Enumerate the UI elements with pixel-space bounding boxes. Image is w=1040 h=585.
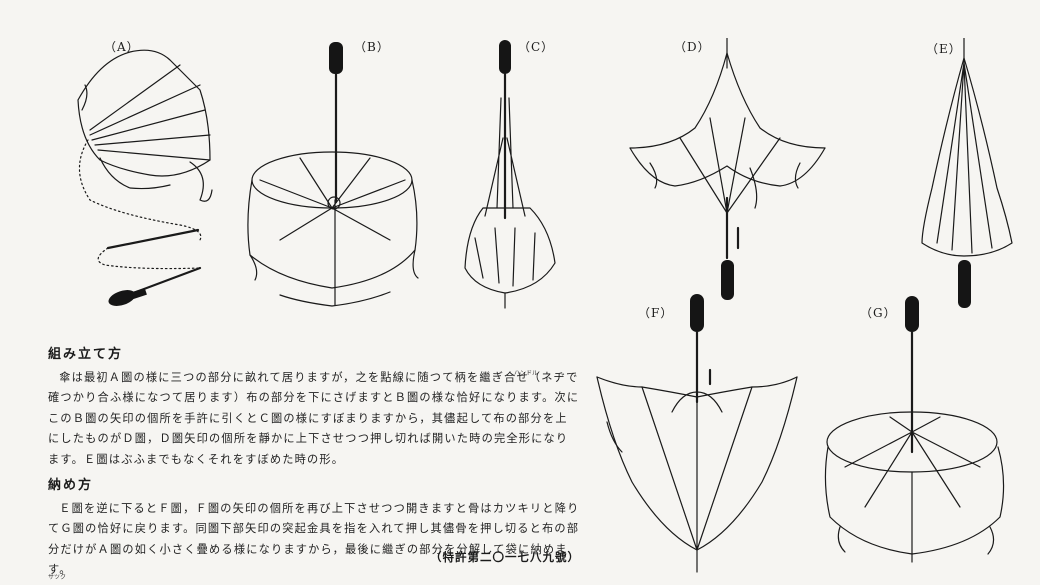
figure-d-illustration [629,38,826,300]
figure-label-c: （C） [518,40,555,54]
figure-a-illustration [77,49,213,306]
figure-b-illustration [247,42,419,307]
ruby-handle: ハンドル [514,370,539,377]
ruby-bag: サツク [48,574,67,581]
figure-label-g: （G） [860,306,897,320]
figure-c-illustration [464,40,556,309]
figure-f-illustration [596,294,798,573]
figure-label-a: （A） [104,40,140,54]
assembly-heading: 組み立て方 [48,347,124,362]
figure-e-illustration [921,38,1013,308]
figure-g-illustration [824,296,1005,563]
figure-label-d: （D） [674,40,711,54]
figure-label-e: （E） [926,42,962,56]
instruction-text: 組み立て方 傘は最初Ａ圖の様に三つの部分に畝れて居りますが，之を點線に随つて柄を… [48,343,580,584]
patent-number: （特許第二〇一七八九號） [430,550,580,564]
figure-label-b: （B） [354,40,390,54]
folding-paragraph: Ｅ圖を逆に下るとＦ圖，Ｆ圖の矢印の個所を再び上下させつつ開きますと骨はカツキリと… [48,502,580,577]
assembly-paragraph: 傘は最初Ａ圖の様に三つの部分に畝れて居りますが，之を點線に随つて柄を繼ぎ合せ（ネ… [48,371,580,466]
folding-heading: 納め方 [48,478,94,494]
figure-label-f: （F） [638,306,674,320]
